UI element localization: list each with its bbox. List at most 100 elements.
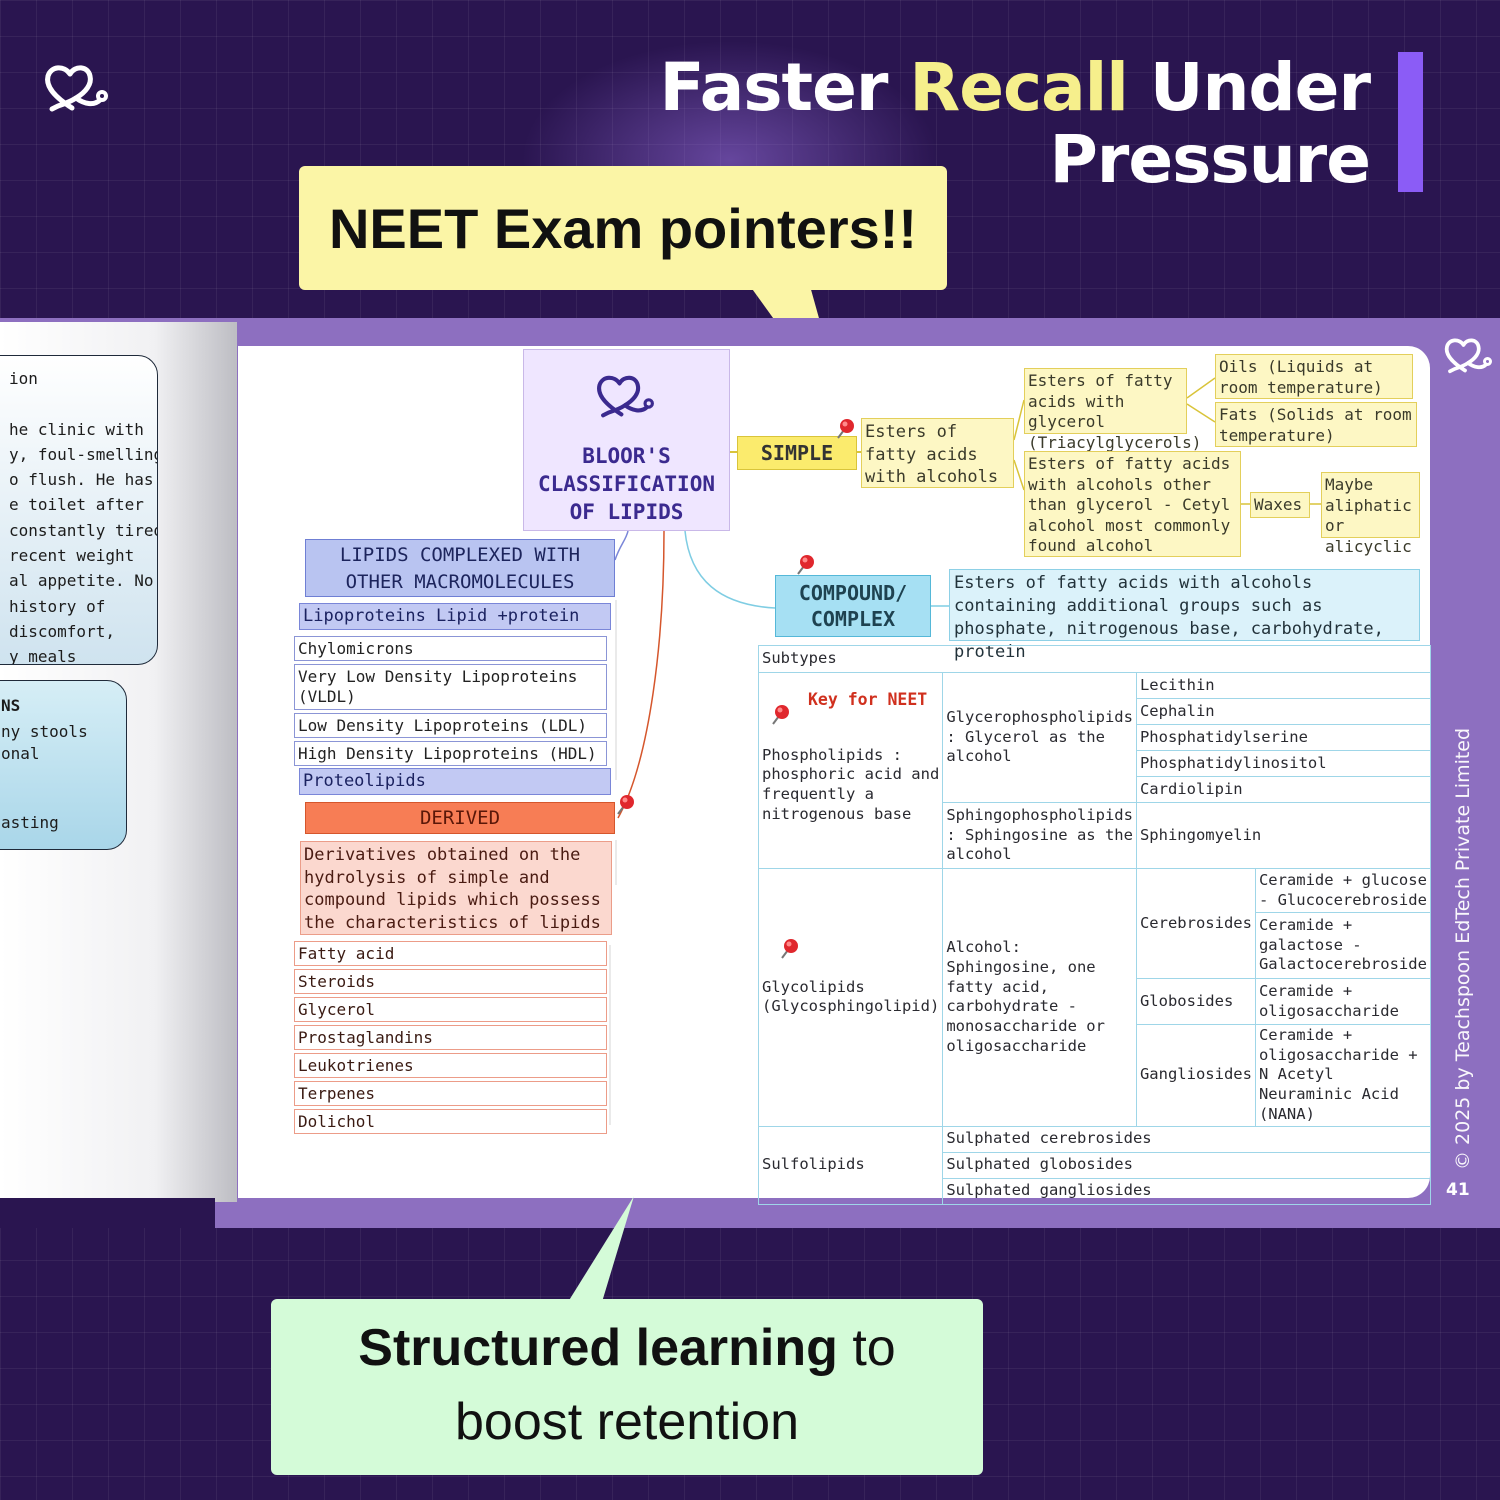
list-item: Very Low Density Lipoproteins (VLDL) <box>294 664 607 710</box>
case-line: discomfort, <box>9 621 115 641</box>
list-item: Leukotrienes <box>294 1053 607 1078</box>
table-row: Globosides Ceramide + oligosaccharide <box>759 978 1431 1025</box>
callout-pointer <box>568 1196 634 1302</box>
glycolipids-cell: Glycolipids (Glycosphingolipid) <box>757 868 944 1127</box>
table-cell: Sulphated cerebrosides <box>942 1125 1431 1153</box>
list-item: Fatty acid <box>294 941 607 966</box>
table-row: Cardiolipin <box>759 776 1431 803</box>
glycerophospholipids-cell: Glycerophospholipids : Glycerol as the a… <box>942 672 1137 803</box>
case-line: recent weight <box>9 546 135 566</box>
subtypes-table: Subtypes Phospholipids : phosphoric acid… <box>757 645 1431 1205</box>
headline-line-1: Faster Recall Under <box>659 49 1371 126</box>
table-row: Cephalin <box>759 698 1431 725</box>
table-row: Ceramide + galactose - Galactocerebrosid… <box>759 912 1431 979</box>
title-line: BLOOR'S <box>582 444 671 468</box>
node-simple-desc: Esters of fatty acids with alcohols <box>861 418 1014 488</box>
table-cell: Sulphated globosides <box>942 1151 1431 1179</box>
table-cell: Lecithin <box>1135 672 1431 699</box>
node-lipoproteins: Lipoproteins Lipid +protein <box>299 603 611 630</box>
headline-line-2: Pressure <box>1049 121 1371 198</box>
pushpin-icon <box>837 419 854 439</box>
title-line: OF LIPIDS <box>569 500 684 524</box>
table-cell: Sphingomyelin <box>1135 802 1431 869</box>
headline-text: Faster <box>659 49 910 126</box>
node-other-alcohols: Esters of fatty acids with alcohols othe… <box>1024 451 1241 557</box>
node-fats: Fats (Solids at room temperature) <box>1215 402 1417 447</box>
signs-box: NS ny stools onal asting <box>0 680 127 850</box>
globosides-cell: Globosides <box>1135 978 1256 1025</box>
table-cell: Cardiolipin <box>1135 776 1431 803</box>
table-row: Sulfolipids Sulphated cerebrosides <box>757 1125 1431 1205</box>
callout-bold: Structured learning <box>358 1319 838 1377</box>
case-line: y, foul-smelling <box>9 444 158 464</box>
table-cell: Ceramide + oligosaccharide <box>1254 978 1431 1025</box>
key-for-neet-label: Key for NEET <box>808 690 928 709</box>
node-oils: Oils (Liquids at room temperature) <box>1215 354 1413 399</box>
callout-exam-pointers: NEET Exam pointers!! <box>299 166 947 290</box>
compound-line: COMPOUND/ <box>798 581 908 605</box>
table-cell: Ceramide + glucose - Glucocerebroside <box>1254 868 1431 913</box>
table-cell: Ceramide + oligosaccharide + N Acetyl Ne… <box>1254 1024 1431 1127</box>
node-waxes: Waxes <box>1250 492 1310 518</box>
glyco-alcohol-cell: Alcohol: Sphingosine, one fatty acid, ca… <box>942 868 1137 1127</box>
table-row: Sulphated gangliosides <box>759 1177 1431 1205</box>
left-page-shadow <box>0 1198 215 1228</box>
list-item: Terpenes <box>294 1081 607 1106</box>
callout-structured-learning: Structured learning to boost retention <box>271 1299 983 1475</box>
table-cell: Phosphatidylinositol <box>1135 750 1431 777</box>
list-item: Chylomicrons <box>294 636 607 661</box>
headline-accent-bar <box>1398 52 1423 192</box>
title-line: CLASSIFICATION <box>537 472 715 496</box>
headline-text: Under <box>1127 49 1371 126</box>
heart-stethoscope-icon <box>1444 338 1492 374</box>
sphingophospholipids-cell: Sphingophospholipids : Sphingosine as th… <box>942 802 1137 869</box>
table-cell: Cephalin <box>1135 698 1431 725</box>
case-line: y meals <box>9 647 77 665</box>
callout-line-1: Structured learning to <box>271 1311 983 1385</box>
list-item: High Density Lipoproteins (HDL) <box>294 741 607 766</box>
case-line: e toilet after <box>9 495 144 515</box>
heart-stethoscope-icon <box>45 65 108 112</box>
table-cell: Ceramide + galactose - Galactocerebrosid… <box>1254 912 1431 979</box>
node-derived: DERIVED <box>305 802 615 834</box>
callout-text: to <box>837 1319 896 1377</box>
table-row: Phospholipids : phosphoric acid and freq… <box>757 672 1431 869</box>
list-item: Prostaglandins <box>294 1025 607 1050</box>
list-item: Low Density Lipoproteins (LDL) <box>294 713 607 738</box>
complexed-line: LIPIDS COMPLEXED WITH <box>339 544 581 566</box>
case-line: o flush. He has <box>9 470 154 490</box>
node-compound: COMPOUND/ COMPLEX <box>775 575 931 637</box>
node-maybe: Maybe aliphatic or alicyclic <box>1321 472 1420 556</box>
node-lipids-complexed: LIPIDS COMPLEXED WITH OTHER MACROMOLECUL… <box>305 539 615 597</box>
table-cell: Sulphated gangliosides <box>942 1177 1431 1205</box>
pushpin-icon <box>617 795 634 815</box>
case-line: ion <box>9 369 38 388</box>
signs-line: onal <box>1 744 40 763</box>
phospholipids-text: Phospholipids : phosphoric acid and freq… <box>762 745 940 823</box>
list-item: Steroids <box>294 969 607 994</box>
node-compound-desc: Esters of fatty acids with alcohols cont… <box>949 569 1420 662</box>
node-simple: SIMPLE <box>737 436 857 470</box>
table-row: Gangliosides Ceramide + oligosaccharide … <box>759 1024 1431 1127</box>
phospholipids-cell: Phospholipids : phosphoric acid and freq… <box>757 672 944 869</box>
signs-title: NS <box>1 696 21 715</box>
table-row: Subtypes <box>758 645 1431 673</box>
case-line: history of <box>9 596 106 616</box>
pushpin-icon <box>781 939 798 959</box>
node-derived-desc: Derivatives obtained on the hydrolysis o… <box>300 841 612 935</box>
gangliosides-cell: Gangliosides <box>1135 1024 1256 1127</box>
case-line: he clinic with <box>9 419 144 439</box>
page-headline: Faster Recall Under Pressure <box>659 49 1371 198</box>
complexed-line: OTHER MACROMOLECULES <box>345 571 575 593</box>
node-proteolipids: Proteolipids <box>299 768 611 795</box>
list-item: Glycerol <box>294 997 607 1022</box>
signs-line: asting <box>1 813 59 832</box>
case-line: constantly tired <box>9 520 158 540</box>
callout-line-2: boost retention <box>454 1393 800 1451</box>
table-row: Sphingophospholipids : Sphingosine as th… <box>759 802 1431 869</box>
heart-stethoscope-icon <box>597 375 654 418</box>
table-row: Glycolipids (Glycosphingolipid) Alcohol:… <box>757 868 1431 1127</box>
page-number: 41 <box>1446 1180 1470 1200</box>
subtypes-header: Subtypes <box>758 645 1431 673</box>
list-item: Dolichol <box>294 1109 607 1134</box>
